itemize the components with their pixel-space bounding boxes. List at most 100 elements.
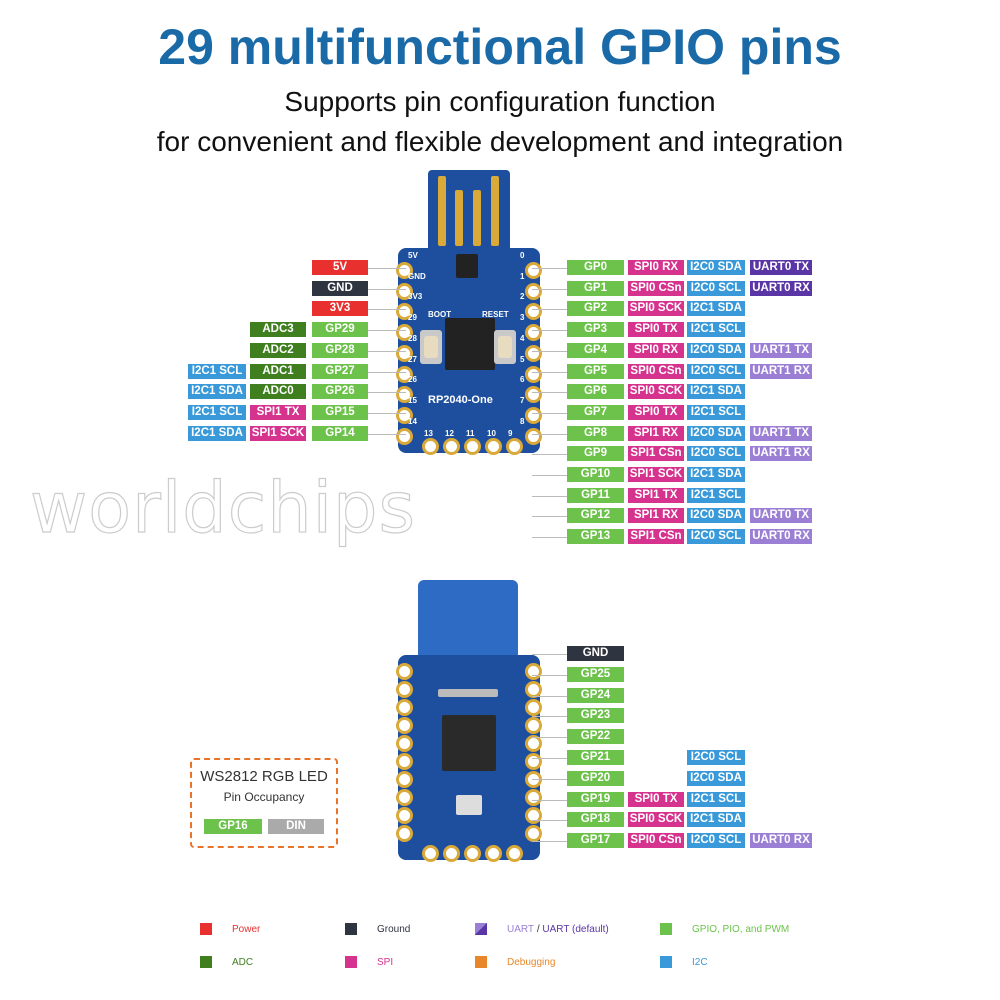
pin-pad xyxy=(396,303,413,321)
pin-label-i2c: I2C0 SDA xyxy=(687,770,745,786)
pin-label-i2c: I2C0 SCL xyxy=(687,529,745,545)
pin-label-i2c: I2C1 SCL xyxy=(687,791,745,807)
pin-label-spi: SPI0 RX xyxy=(628,260,684,275)
pin-label-gpio: GP9 xyxy=(567,446,624,462)
legend-label: ADC xyxy=(232,956,254,968)
pin-pad xyxy=(396,282,413,300)
pin-pad xyxy=(396,663,413,680)
leader-line xyxy=(532,716,567,718)
pin-label-spi: SPI0 TX xyxy=(628,791,684,807)
pin-number: 27 xyxy=(408,354,417,364)
pin-pad xyxy=(525,344,542,362)
pin-number: 26 xyxy=(408,375,417,385)
pin-label-gpio: GP24 xyxy=(567,687,624,703)
pin-number: 14 xyxy=(408,416,417,426)
leader-line xyxy=(532,799,567,801)
legend-swatch xyxy=(200,956,212,968)
pin-pad xyxy=(525,324,542,342)
leader-line xyxy=(532,392,567,394)
pin-label-gpio: GP8 xyxy=(567,425,624,441)
pin-number: 3 xyxy=(520,313,525,323)
ws2812-box: WS2812 RGB LED Pin Occupancy GP16 DIN xyxy=(190,758,338,848)
leader-line xyxy=(532,330,567,332)
pin-pad xyxy=(464,845,481,862)
pin-label-uart: UART1 TX xyxy=(750,342,812,358)
pin-pad xyxy=(525,282,542,300)
legend-swatch xyxy=(475,923,487,935)
pin-pad xyxy=(525,365,542,383)
pin-pad xyxy=(485,438,502,455)
pin-pad xyxy=(525,825,542,842)
pin-number: 1 xyxy=(520,271,525,281)
watermark: worldchips xyxy=(29,467,416,549)
pin-label-adc: ADC1 xyxy=(250,363,306,379)
legend-label: UART xyxy=(507,923,535,935)
pin-label-i2c: I2C0 SDA xyxy=(687,425,745,441)
pin-label-gpio: GP11 xyxy=(567,487,624,503)
pin-pad xyxy=(396,699,413,716)
rp2040-chip xyxy=(445,318,495,370)
leader-line xyxy=(368,268,406,269)
pin-number: 7 xyxy=(520,395,525,405)
boot-button xyxy=(420,330,442,364)
pin-pad xyxy=(525,717,542,734)
pin-label-gpio: GP17 xyxy=(567,833,624,849)
crystal xyxy=(456,795,482,815)
pin-pad xyxy=(396,681,413,698)
pin-number: GND xyxy=(408,271,426,281)
legend-label: SPI xyxy=(377,956,394,968)
leader-line xyxy=(368,350,406,352)
pin-label-spi: SPI0 CSn xyxy=(628,833,684,849)
pin-label-i2c: I2C0 SDA xyxy=(687,342,745,358)
pin-label-i2c: I2C1 SCL xyxy=(188,363,246,379)
pin-label-i2c: I2C1 SCL xyxy=(687,404,745,420)
legend-item: ADC xyxy=(200,956,253,968)
leader-line xyxy=(532,778,567,780)
pin-pad xyxy=(525,807,542,824)
pin-label-spi: SPI1 TX xyxy=(628,487,684,503)
pin-label-gpio: GP26 xyxy=(312,384,368,400)
pin-label-gpio: GP21 xyxy=(567,750,624,765)
subtitle-line-2: for convenient and flexible development … xyxy=(156,126,844,157)
pin-label-gpio: GP3 xyxy=(567,322,624,338)
pin-pad xyxy=(396,406,413,424)
leader-line xyxy=(532,288,567,290)
pin-pad xyxy=(396,386,413,404)
legend-label-default: UART (default) xyxy=(542,923,609,935)
pin-label-i2c: I2C0 SCL xyxy=(687,363,745,379)
pin-pad xyxy=(525,699,542,716)
pin-label-ground: GND xyxy=(312,280,368,296)
pin-label-i2c: I2C1 SDA xyxy=(687,384,745,400)
pin-label-power: 5V xyxy=(312,260,368,275)
pin-label-gpio: GP4 xyxy=(567,342,624,358)
pin-label-i2c: I2C1 SDA xyxy=(188,425,246,441)
flash-chip xyxy=(442,715,496,771)
pin-pad xyxy=(396,735,413,752)
pin-number: 12 xyxy=(445,429,454,438)
pin-number: 4 xyxy=(520,333,525,343)
pin-pad xyxy=(525,427,542,445)
leader-line xyxy=(532,516,567,518)
pin-number: 11 xyxy=(466,429,475,438)
pin-number: 13 xyxy=(424,429,433,438)
leader-line xyxy=(532,268,567,269)
pin-pad xyxy=(464,438,481,455)
pin-label-uart-default: UART0 RX xyxy=(750,280,812,296)
pin-pad xyxy=(396,365,413,383)
pin-label-gpio: GP10 xyxy=(567,467,624,482)
pin-label-spi: SPI0 TX xyxy=(628,404,684,420)
legend-swatch xyxy=(345,956,357,968)
pin-number: 5 xyxy=(520,354,525,364)
leader-line xyxy=(532,454,567,456)
pin-label-spi: SPI0 CSn xyxy=(628,280,684,296)
pin-label-i2c: I2C0 SCL xyxy=(687,750,745,765)
pin-label-uart: UART0 TX xyxy=(750,508,812,524)
leader-line xyxy=(368,288,406,290)
ws2812-subtitle: Pin Occupancy xyxy=(223,790,305,804)
leader-line xyxy=(532,309,567,311)
legend-item: UART / UART (default) xyxy=(475,923,609,935)
pin-label-spi: SPI1 CSn xyxy=(628,529,684,545)
pin-label-spi: SPI0 SCK xyxy=(628,301,684,317)
